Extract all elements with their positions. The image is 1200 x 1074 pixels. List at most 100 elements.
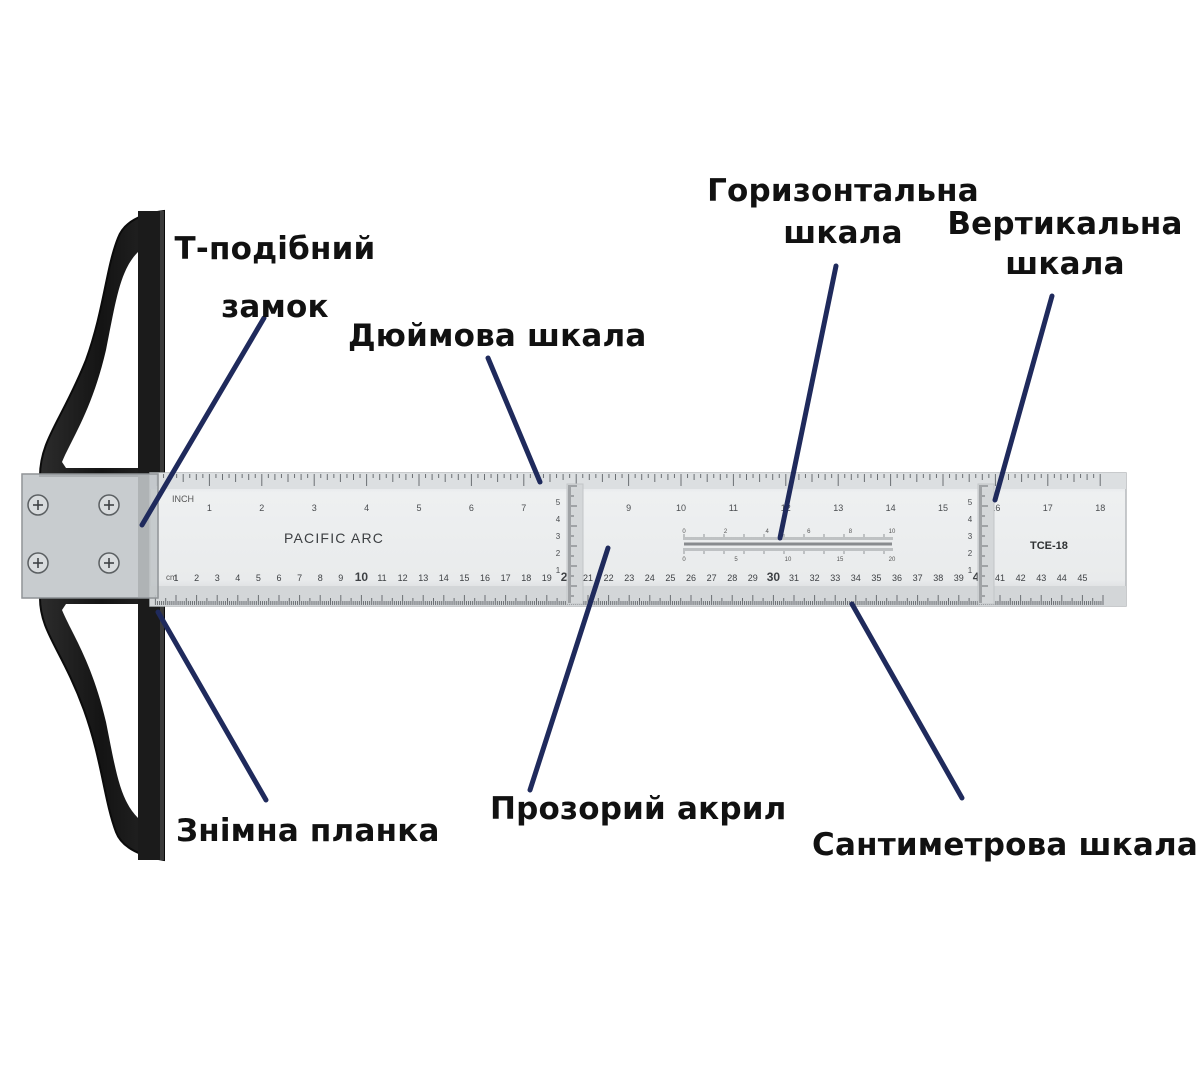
cm-label: 9: [338, 573, 343, 583]
cm-label: 13: [418, 573, 428, 583]
vertical-scale-label: 5: [968, 498, 973, 507]
mini-scale-bottom-label: 5: [734, 557, 738, 563]
cm-label: 35: [871, 573, 881, 583]
vertical-scale-strip-right: [977, 483, 995, 605]
cm-label: 43: [1036, 573, 1046, 583]
mini-scale-bottom-label: 0: [682, 557, 686, 563]
cm-label: 19: [542, 573, 552, 583]
callout-t-lock: Т-подібний замок: [160, 230, 390, 326]
cm-tick-marks: [154, 595, 1104, 605]
head-upper-slot: [62, 252, 138, 468]
vertical-scale-label: 3: [556, 532, 561, 541]
cm-label: 31: [789, 573, 799, 583]
cm-label: 11: [377, 573, 386, 583]
cm-unit-label: cm: [166, 573, 177, 582]
cm-label: 10: [355, 570, 369, 584]
t-lock-plate: [21, 473, 159, 599]
cm-label: 16: [480, 573, 490, 583]
callout-vertical-scale-line1: Вертикальна: [947, 206, 1183, 242]
cm-label: 2: [194, 573, 199, 583]
callout-removable-bar: Знімна планка: [176, 813, 440, 849]
leader-vertical-scale: [992, 293, 1055, 503]
inch-label: 13: [833, 503, 843, 513]
leader-horizontal-scale: [777, 263, 839, 541]
cm-label: 29: [748, 573, 758, 583]
cm-label: 34: [851, 573, 861, 583]
leader-removable-bar: [155, 609, 269, 803]
model-label: TCE-18: [1030, 540, 1068, 552]
cm-label: 37: [913, 573, 923, 583]
callout-t-lock-line2: замок: [221, 289, 329, 325]
mini-scale-top-label: 2: [724, 529, 728, 535]
cm-label: 36: [892, 573, 902, 583]
inch-label: 1: [207, 503, 212, 513]
vertical-scale-label: 5: [556, 498, 561, 507]
vertical-scale-label: 4: [556, 515, 561, 524]
mini-scale-bottom-label: 10: [785, 557, 792, 563]
callout-t-lock-line1: Т-подібний: [174, 231, 376, 267]
leader-cm-scale: [849, 601, 965, 801]
cm-label: 4: [235, 573, 240, 583]
cm-label: 14: [439, 573, 449, 583]
vertical-scale-label: 1: [556, 566, 561, 575]
inch-label: 3: [312, 503, 317, 513]
vertical-scale-label: 3: [968, 532, 973, 541]
vertical-scale-label: 2: [968, 549, 973, 558]
inch-label: 4: [364, 503, 369, 513]
callout-horizontal-scale: Горизонтальна шкала: [700, 172, 986, 252]
leader-inch-scale: [485, 355, 543, 485]
cm-label: 25: [665, 573, 675, 583]
callout-vertical-scale-line2: шкала: [1005, 246, 1125, 282]
cm-label: 15: [459, 573, 469, 583]
mini-scale-bottom-label: 20: [889, 557, 896, 563]
inch-label: 15: [938, 503, 948, 513]
cm-label: 30: [767, 570, 781, 584]
inch-label: 2: [259, 503, 264, 513]
cm-label: 44: [1057, 573, 1067, 583]
inch-label: 5: [416, 503, 421, 513]
callout-clear-acrylic: Прозорий акрил: [490, 791, 787, 827]
mini-scale-top-label: 0: [682, 529, 686, 535]
blade-top-tick-strip: [150, 473, 1126, 489]
inch-label: 9: [626, 503, 631, 513]
cm-label: 26: [686, 573, 696, 583]
cm-label: 32: [810, 573, 820, 583]
callout-vertical-scale: Вертикальна шкала: [942, 205, 1188, 283]
inch-unit-label: INCH: [172, 494, 194, 504]
inch-label: 17: [1043, 503, 1053, 513]
cm-label: 28: [727, 573, 737, 583]
cm-label: 21: [583, 573, 593, 583]
cm-label: 3: [215, 573, 220, 583]
mini-scale-bottom-label: 15: [837, 557, 844, 563]
cm-label: 42: [1016, 573, 1026, 583]
cm-label: 7: [297, 573, 302, 583]
cm-label: 41: [995, 573, 1005, 583]
vertical-scale-label: 2: [556, 549, 561, 558]
mini-scale-top-label: 4: [766, 529, 770, 535]
vertical-scale-labels-left: 5 4 3 2 1: [556, 498, 561, 575]
cm-label: 38: [933, 573, 943, 583]
cm-label: 6: [276, 573, 281, 583]
mini-scale-top-label: 6: [807, 529, 811, 535]
inch-tick-marks: [156, 474, 1101, 486]
head-lower-slot: [62, 604, 138, 818]
cm-label: 33: [830, 573, 840, 583]
cm-label: 8: [318, 573, 323, 583]
cm-label: 24: [645, 573, 655, 583]
inch-label: 6: [469, 503, 474, 513]
cm-label: 18: [521, 573, 531, 583]
callout-horizontal-scale-line2: шкала: [783, 215, 903, 251]
leader-lines: [139, 263, 1055, 803]
inch-label: 11: [729, 503, 738, 513]
vertical-scale-strip-left: [566, 483, 584, 605]
inch-label: 18: [1095, 503, 1105, 513]
inch-label: 10: [676, 503, 686, 513]
cm-label: 22: [604, 573, 614, 583]
cm-label: 45: [1077, 573, 1087, 583]
mini-scale-top-label: 8: [849, 529, 853, 535]
vertical-scale-label: 4: [968, 515, 973, 524]
t-square-head: [38, 209, 165, 862]
